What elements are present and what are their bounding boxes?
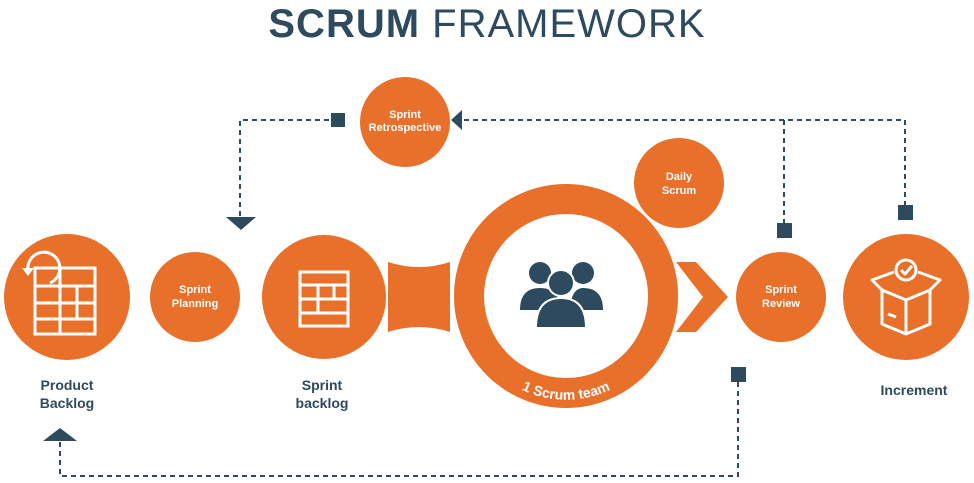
connector-square-retro bbox=[331, 113, 345, 127]
sprint-backlog-label-2: backlog bbox=[296, 395, 349, 411]
daily-scrum-node bbox=[634, 138, 724, 228]
title-light: FRAMEWORK bbox=[432, 2, 706, 46]
team-to-review-arrow bbox=[676, 262, 728, 332]
arrow-into-product-backlog bbox=[43, 428, 77, 441]
increment-node bbox=[843, 234, 969, 360]
sprint-planning-label-1: Sprint bbox=[179, 284, 211, 296]
scrum-team-ring bbox=[454, 184, 678, 408]
title-bold: SCRUM bbox=[268, 2, 421, 46]
sprint-planning-label-2: Planning bbox=[172, 298, 218, 310]
feedback-connectors bbox=[59, 119, 906, 477]
daily-scrum-label-2: Scrum bbox=[662, 185, 696, 197]
box-check-icon bbox=[870, 258, 942, 336]
sprint-retrospective-label-1: Sprint bbox=[389, 109, 421, 121]
review-to-backlog-line bbox=[59, 382, 739, 477]
backlog-refresh-icon bbox=[22, 250, 97, 336]
sprint-retrospective-label-2: Retrospective bbox=[369, 122, 442, 134]
retro-to-planning-line bbox=[239, 119, 338, 216]
sprint-planning-node bbox=[150, 252, 240, 342]
team-people-icon bbox=[520, 262, 603, 329]
connector-square-bottom bbox=[731, 367, 746, 382]
page-title: SCRUM FRAMEWORK bbox=[0, 2, 974, 47]
product-backlog-label-2: Backlog bbox=[40, 395, 94, 411]
product-backlog-node bbox=[4, 234, 130, 360]
product-backlog-label-1: Product bbox=[41, 377, 94, 393]
arrow-into-planning bbox=[226, 217, 256, 230]
daily-scrum-label-1: Daily bbox=[666, 171, 693, 183]
sprint-review-node bbox=[736, 252, 826, 342]
sprint-backlog-node bbox=[262, 235, 386, 359]
sprint-review-label-2: Review bbox=[762, 298, 800, 310]
sprint-backlog-label-1: Sprint bbox=[302, 377, 343, 393]
sprint-review-label-1: Sprint bbox=[765, 284, 797, 296]
sprint-retrospective-node bbox=[360, 77, 450, 167]
backlog-grid-icon bbox=[298, 270, 350, 328]
increment-label: Increment bbox=[881, 382, 948, 398]
connector-square-review bbox=[777, 223, 792, 238]
backlog-to-team-connector bbox=[388, 262, 450, 332]
arrow-into-retro bbox=[451, 110, 462, 130]
connector-square-increment bbox=[898, 205, 913, 220]
increment-to-retro-line bbox=[464, 119, 906, 205]
